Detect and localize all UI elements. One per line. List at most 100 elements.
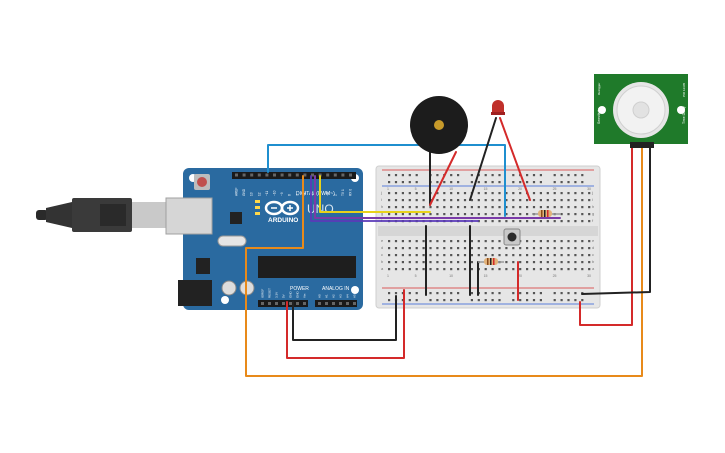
rail-hole[interactable] bbox=[498, 292, 501, 295]
rail-hole[interactable] bbox=[436, 292, 439, 295]
breadboard-hole[interactable] bbox=[491, 192, 494, 195]
breadboard-hole[interactable] bbox=[546, 199, 549, 202]
breadboard-hole[interactable] bbox=[394, 192, 398, 195]
breadboard-hole[interactable] bbox=[553, 220, 556, 223]
breadboard-hole[interactable] bbox=[450, 192, 453, 195]
breadboard-hole[interactable] bbox=[505, 261, 508, 264]
breadboard-hole[interactable] bbox=[519, 268, 522, 271]
breadboard-hole[interactable] bbox=[567, 254, 570, 257]
breadboard-hole[interactable] bbox=[443, 192, 446, 195]
power-pin[interactable] bbox=[296, 302, 299, 305]
breadboard-hole[interactable] bbox=[408, 247, 411, 250]
rail-hole[interactable] bbox=[436, 174, 439, 177]
rail-hole[interactable] bbox=[512, 299, 515, 302]
rail-hole[interactable] bbox=[581, 181, 584, 184]
breadboard-hole[interactable] bbox=[526, 220, 529, 223]
rail-hole[interactable] bbox=[491, 181, 494, 184]
rail-hole[interactable] bbox=[394, 181, 398, 184]
breadboard-hole[interactable] bbox=[422, 206, 425, 209]
breadboard-hole[interactable] bbox=[477, 199, 480, 202]
rail-hole[interactable] bbox=[394, 174, 398, 177]
breadboard-hole[interactable] bbox=[401, 240, 404, 243]
breadboard-hole[interactable] bbox=[588, 261, 591, 264]
breadboard-hole[interactable] bbox=[436, 268, 439, 271]
rail-hole[interactable] bbox=[526, 181, 529, 184]
breadboard-hole[interactable] bbox=[450, 261, 453, 264]
breadboard-hole[interactable] bbox=[532, 240, 536, 243]
breadboard-hole[interactable] bbox=[498, 247, 501, 250]
breadboard-hole[interactable] bbox=[560, 254, 563, 257]
digital-pin[interactable] bbox=[265, 173, 269, 177]
breadboard-hole[interactable] bbox=[560, 261, 563, 264]
breadboard-hole[interactable] bbox=[498, 192, 501, 195]
breadboard-hole[interactable] bbox=[436, 206, 439, 209]
breadboard-hole[interactable] bbox=[429, 268, 432, 271]
rail-hole[interactable] bbox=[553, 292, 556, 295]
breadboard-hole[interactable] bbox=[519, 206, 522, 209]
breadboard-hole[interactable] bbox=[470, 213, 473, 216]
breadboard-hole[interactable] bbox=[388, 268, 391, 271]
rail-hole[interactable] bbox=[415, 181, 418, 184]
breadboard-hole[interactable] bbox=[560, 192, 563, 195]
breadboard-hole[interactable] bbox=[567, 247, 570, 250]
breadboard-hole[interactable] bbox=[519, 261, 522, 264]
digital-pin[interactable] bbox=[273, 173, 276, 177]
rail-hole[interactable] bbox=[457, 299, 460, 302]
breadboard-hole[interactable] bbox=[429, 213, 432, 216]
breadboard-hole[interactable] bbox=[429, 247, 432, 250]
breadboard-hole[interactable] bbox=[526, 206, 529, 209]
rail-hole[interactable] bbox=[526, 292, 529, 295]
rail-hole[interactable] bbox=[484, 181, 487, 184]
rail-hole[interactable] bbox=[401, 292, 404, 295]
breadboard-hole[interactable] bbox=[526, 247, 529, 250]
breadboard-hole[interactable] bbox=[574, 192, 577, 195]
breadboard-hole[interactable] bbox=[567, 261, 570, 264]
breadboard-hole[interactable] bbox=[567, 268, 570, 271]
digital-pin[interactable] bbox=[242, 173, 246, 177]
breadboard-hole[interactable] bbox=[574, 261, 577, 264]
rail-hole[interactable] bbox=[560, 181, 563, 184]
rail-hole[interactable] bbox=[477, 181, 480, 184]
breadboard-hole[interactable] bbox=[457, 240, 460, 243]
rail-hole[interactable] bbox=[532, 299, 536, 302]
rail-hole[interactable] bbox=[560, 292, 563, 295]
rail-hole[interactable] bbox=[457, 174, 460, 177]
breadboard-hole[interactable] bbox=[463, 199, 467, 202]
rail-hole[interactable] bbox=[574, 299, 577, 302]
breadboard-hole[interactable] bbox=[457, 254, 460, 257]
breadboard-hole[interactable] bbox=[512, 192, 515, 195]
rail-hole[interactable] bbox=[567, 292, 570, 295]
breadboard-hole[interactable] bbox=[477, 206, 480, 209]
breadboard-hole[interactable] bbox=[560, 247, 563, 250]
breadboard-hole[interactable] bbox=[491, 268, 494, 271]
rail-hole[interactable] bbox=[450, 174, 453, 177]
breadboard-hole[interactable] bbox=[457, 206, 460, 209]
breadboard-hole[interactable] bbox=[436, 213, 439, 216]
breadboard-hole[interactable] bbox=[457, 261, 460, 264]
breadboard-hole[interactable] bbox=[532, 268, 536, 271]
breadboard-hole[interactable] bbox=[401, 199, 404, 202]
breadboard-hole[interactable] bbox=[394, 254, 398, 257]
breadboard-hole[interactable] bbox=[457, 199, 460, 202]
breadboard-hole[interactable] bbox=[505, 268, 508, 271]
breadboard-hole[interactable] bbox=[415, 206, 418, 209]
breadboard-hole[interactable] bbox=[470, 268, 473, 271]
breadboard-hole[interactable] bbox=[470, 247, 473, 250]
breadboard-hole[interactable] bbox=[463, 213, 467, 216]
power-pin[interactable] bbox=[303, 302, 306, 305]
rail-hole[interactable] bbox=[491, 299, 494, 302]
breadboard-hole[interactable] bbox=[477, 247, 480, 250]
breadboard-hole[interactable] bbox=[457, 268, 460, 271]
breadboard-hole[interactable] bbox=[553, 199, 556, 202]
breadboard-hole[interactable] bbox=[539, 192, 542, 195]
breadboard-hole[interactable] bbox=[443, 213, 446, 216]
breadboard-hole[interactable] bbox=[491, 213, 494, 216]
breadboard-hole[interactable] bbox=[491, 240, 494, 243]
breadboard-hole[interactable] bbox=[560, 213, 563, 216]
breadboard-hole[interactable] bbox=[581, 213, 584, 216]
digital-pin[interactable] bbox=[257, 173, 261, 177]
rail-hole[interactable] bbox=[470, 292, 473, 295]
breadboard-hole[interactable] bbox=[574, 213, 577, 216]
breadboard-hole[interactable] bbox=[498, 213, 501, 216]
